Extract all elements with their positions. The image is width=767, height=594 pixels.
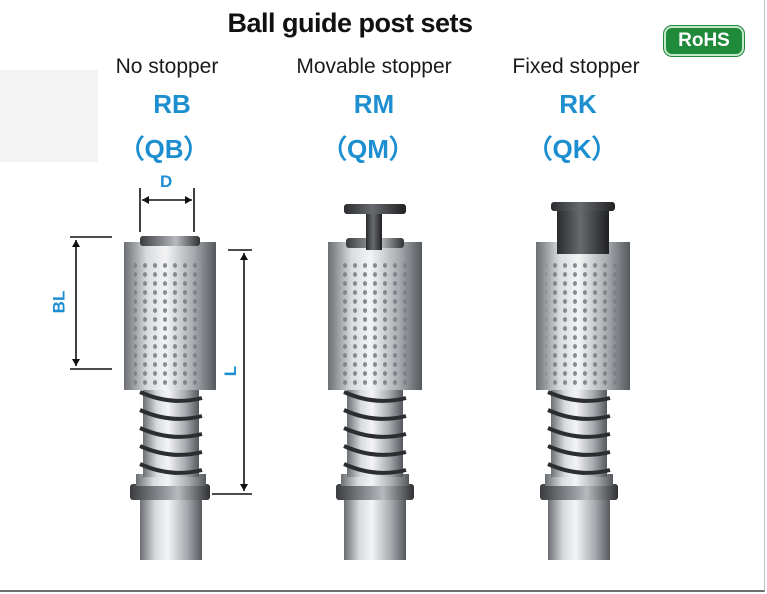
model-code-rb: RB <box>153 89 191 119</box>
post-rk <box>536 202 630 560</box>
column-label-movable-stopper: Movable stopper <box>296 55 452 78</box>
post-rb <box>124 236 216 560</box>
dimension-label-d: D <box>160 172 173 191</box>
column-label-no-stopper: No stopper <box>115 55 219 78</box>
dimension-lines <box>70 188 252 495</box>
dimension-arrows <box>72 196 248 491</box>
dimension-label-bl: BL <box>49 290 69 314</box>
model-code-qb: （QB） <box>118 134 210 164</box>
model-code-qm: （QM） <box>321 134 415 164</box>
model-code-qk: （QK） <box>526 134 618 164</box>
model-code-rm: RM <box>353 89 395 119</box>
page-title: Ball guide post sets <box>227 8 473 38</box>
column-label-fixed-stopper: Fixed stopper <box>512 55 640 78</box>
dimension-label-l: L <box>221 365 241 377</box>
model-code-rk: RK <box>559 89 597 119</box>
rohs-badge: RoHS <box>664 26 744 56</box>
post-rm <box>328 204 422 560</box>
background-panel <box>0 70 98 162</box>
